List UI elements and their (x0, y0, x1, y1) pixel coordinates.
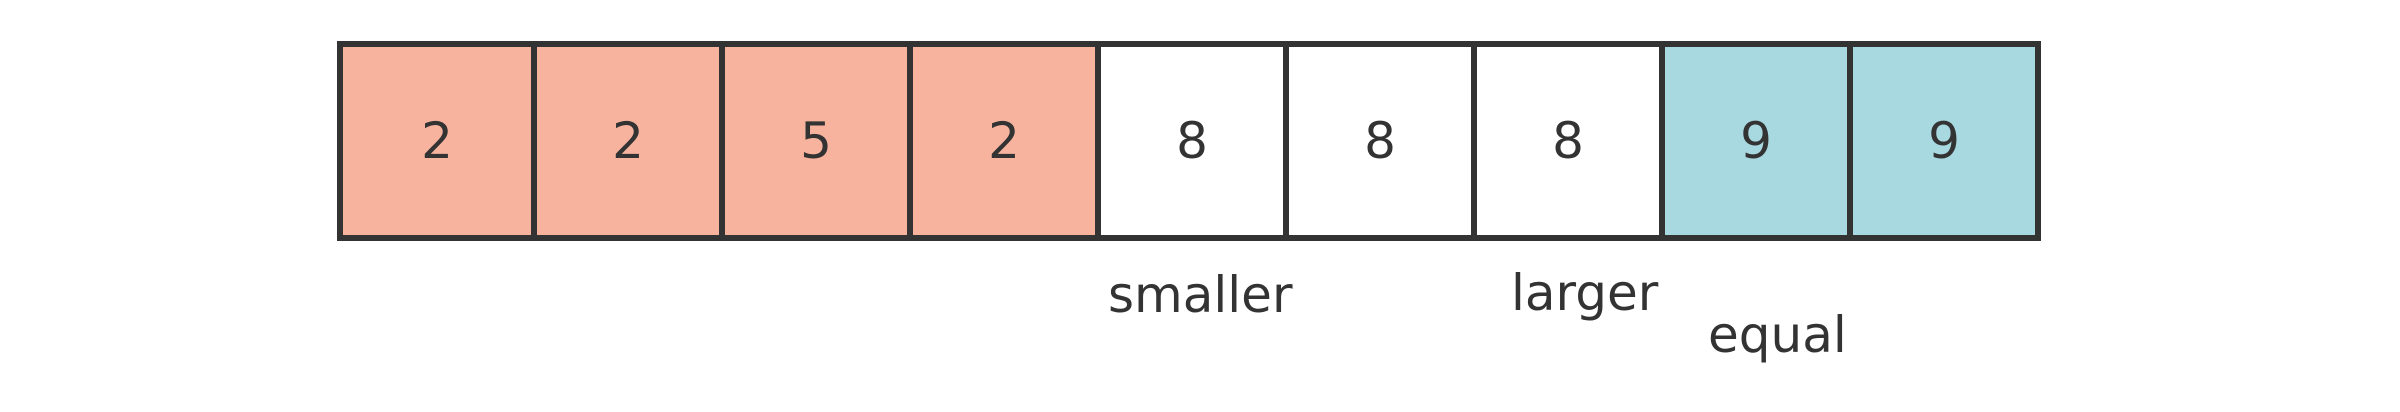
label-smaller: smaller (1108, 266, 1293, 324)
array-diagram: 2 2 5 2 8 8 8 9 9 (337, 41, 2041, 241)
array-cell: 2 (907, 47, 1095, 235)
array-cell: 2 (531, 47, 719, 235)
array-cell: 8 (1471, 47, 1659, 235)
array-cell: 8 (1283, 47, 1471, 235)
array-cell: 2 (343, 47, 531, 235)
label-larger: larger (1511, 264, 1659, 322)
array-cell: 8 (1095, 47, 1283, 235)
array-cell: 9 (1847, 47, 2035, 235)
label-equal: equal (1708, 306, 1847, 364)
array-cell: 9 (1659, 47, 1847, 235)
array-cell: 5 (719, 47, 907, 235)
